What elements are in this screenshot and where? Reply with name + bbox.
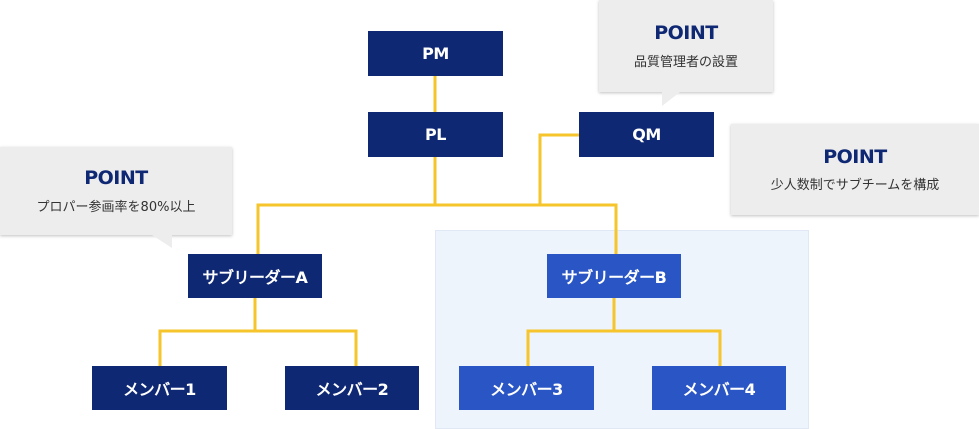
callout-proper-text: プロパー参画率を80%以上 [36,199,196,215]
callout-proper: POINT プロパー参画率を80%以上 [0,147,232,235]
connector-b-members [526,329,722,366]
node-member-4: メンバー4 [652,366,786,410]
connector-a-members [158,329,358,366]
callout-small-team-title: POINT [823,145,887,168]
callout-small-team-text: 少人数制でサブチームを構成 [770,178,940,194]
node-member-1: メンバー1 [92,366,227,410]
callout-qm-title: POINT [654,22,718,45]
callout-qm: POINT 品質管理者の設置 [599,0,773,92]
callout-small-team: POINT 少人数制でサブチームを構成 [731,124,979,215]
node-qm: QM [579,112,714,157]
node-member-3: メンバー3 [459,366,594,410]
node-pm: PM [368,31,503,76]
node-sub-leader-b: サブリーダーB [547,254,681,298]
node-member-2: メンバー2 [285,366,419,410]
callout-proper-title: POINT [84,167,148,190]
callout-proper-tail [152,235,172,248]
callout-qm-tail [662,92,680,106]
connector-sub-bar [256,203,618,254]
connector-qm [538,133,579,205]
callout-qm-text: 品質管理者の設置 [633,54,738,70]
node-sub-leader-a: サブリーダーA [188,254,322,298]
node-pl: PL [368,112,503,157]
